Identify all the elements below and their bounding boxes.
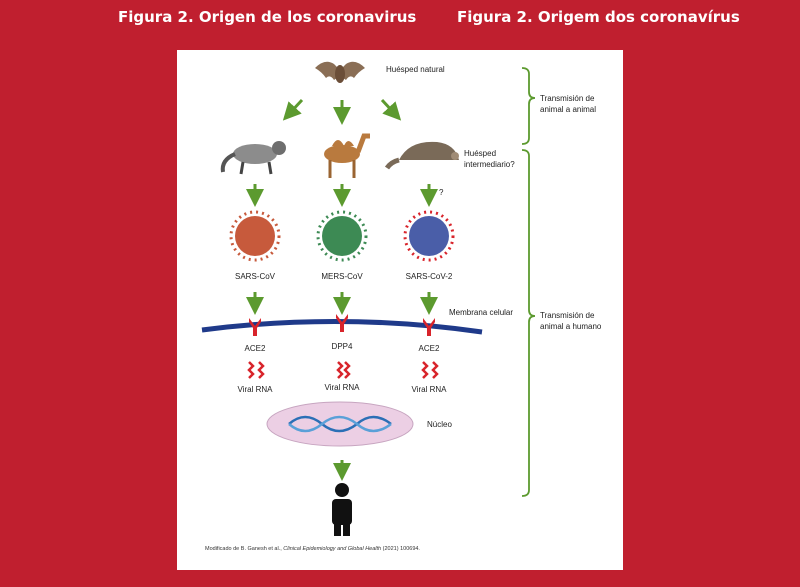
receptors: [249, 314, 435, 336]
figure-panel: ?: [177, 50, 623, 570]
nucleus: [266, 401, 414, 447]
bat-icon: [315, 61, 365, 83]
receptor-label-dpp4: DPP4: [331, 342, 353, 351]
viral-rna-icons: [247, 361, 439, 379]
sars-cov-2-virus-icon: [403, 210, 455, 262]
civet-icon: [220, 141, 286, 175]
mers-cov-virus-icon: [316, 210, 368, 262]
receptor-label-ace2-1: ACE2: [244, 344, 266, 353]
bracket-animal-to-human: [521, 149, 536, 497]
viral-rna-label-3: Viral RNA: [411, 385, 447, 394]
natural-host-label: Huésped natural: [386, 65, 445, 74]
nucleus-label: Núcleo: [427, 420, 452, 429]
virus-label-sars-cov: SARS-CoV: [234, 272, 276, 281]
dna-icon: [288, 415, 392, 433]
viral-rna-label-1: Viral RNA: [237, 385, 273, 394]
caption-suffix: (2021) 100694.: [381, 546, 420, 552]
virus-label-sars-cov-2: SARS-CoV-2: [405, 272, 453, 281]
figure-caption: Modificado de B. Ganesh et al., Clinical…: [205, 546, 420, 552]
bracket-animal-to-animal: [521, 67, 536, 145]
cell-membrane: [201, 318, 483, 335]
camel-icon: [324, 133, 370, 178]
arrows-virus-to-membrane: [246, 292, 438, 315]
caption-prefix: Modificado de B. Ganesh et al.,: [205, 546, 284, 552]
diagram-graphics: ?: [201, 61, 536, 536]
arrows-animals-to-virus: [246, 184, 438, 207]
intermediate-host-label: Huésped intermediario?: [464, 149, 515, 169]
sars-cov-virus-icon: [229, 210, 281, 262]
figure-title-pt: Figura 2. Origem dos coronavírus: [457, 8, 740, 26]
figure-title-es: Figura 2. Origen de los coronavirus: [118, 8, 417, 26]
bracket-label-animal-to-animal: Transmisión de animal a animal: [540, 94, 597, 114]
arrows-natural-host: [282, 98, 402, 125]
virus-label-mers-cov: MERS-CoV: [321, 272, 363, 281]
human-icon: [332, 483, 352, 536]
bracket-label-animal-to-human: Transmisión de animal a humano: [540, 311, 602, 331]
cell-membrane-label: Membrana celular: [449, 308, 514, 317]
pangolin-icon: [384, 141, 459, 170]
question-mark: ?: [439, 188, 444, 197]
receptor-label-ace2-2: ACE2: [418, 344, 440, 353]
viral-rna-label-2: Viral RNA: [324, 383, 360, 392]
caption-journal: Clinical Epidemiology and Global Health: [283, 546, 382, 552]
